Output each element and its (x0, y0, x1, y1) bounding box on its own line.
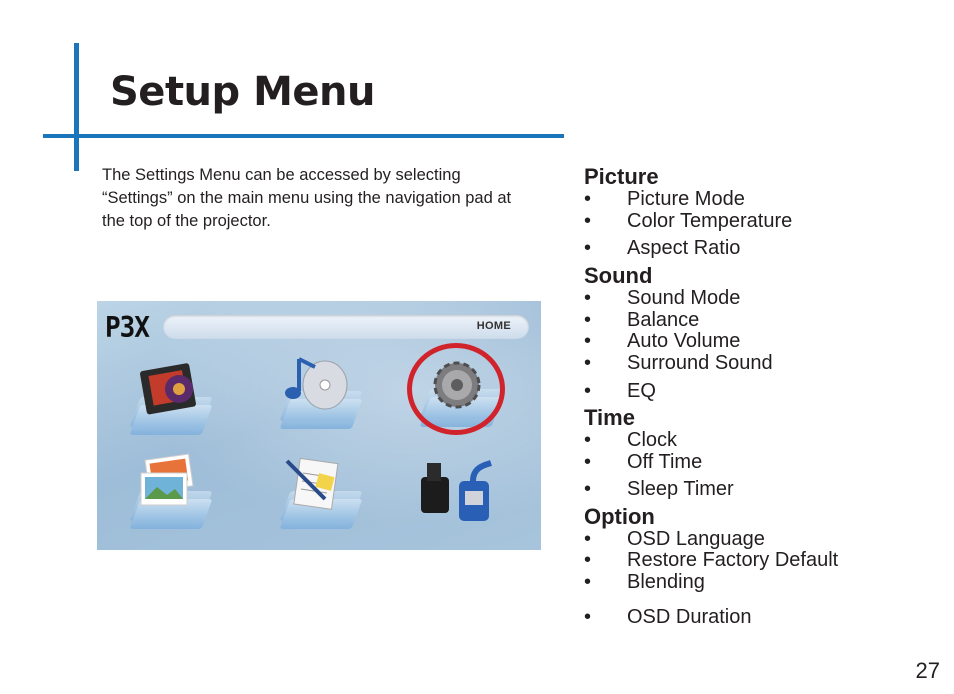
bullet: • (584, 287, 592, 309)
list-item-label: Surround Sound (627, 352, 773, 374)
list-item-label: Sound Mode (627, 287, 741, 309)
bullet: • (584, 528, 592, 550)
list-item-label: Aspect Ratio (627, 237, 741, 259)
list-item-label: EQ (627, 380, 656, 402)
section-heading-picture: Picture (584, 164, 659, 189)
list-item-label: OSD Duration (627, 606, 752, 628)
intro-paragraph: The Settings Menu can be accessed by sel… (102, 166, 512, 230)
menu-top-bar: HOME (163, 315, 529, 339)
bullet: • (584, 210, 592, 232)
video-icon (140, 363, 196, 415)
brand-logo: P3X (105, 311, 150, 345)
document-icon (285, 457, 339, 510)
bullet: • (584, 380, 592, 402)
photo-icon (140, 453, 194, 506)
selected-highlight-ring (407, 343, 505, 435)
bullet: • (584, 352, 592, 374)
section-heading-sound: Sound (584, 263, 653, 288)
list-item-label: Blending (627, 571, 705, 593)
bullet: • (584, 606, 592, 628)
list-item-label: Restore Factory Default (627, 549, 839, 571)
bullet: • (584, 330, 592, 352)
list-item-label: Off Time (627, 451, 703, 473)
video-tile[interactable] (127, 359, 217, 439)
section-heading-option: Option (584, 504, 655, 529)
bullet: • (584, 429, 592, 451)
music-tile[interactable] (277, 353, 367, 433)
list-item-label: Sleep Timer (627, 478, 734, 500)
list-item-label: Balance (627, 309, 700, 331)
list-item-label: Auto Volume (627, 330, 741, 352)
list-item-label: Clock (627, 429, 678, 451)
bullet: • (584, 571, 592, 593)
bullet: • (584, 309, 592, 331)
bullet: • (584, 478, 592, 500)
accent-vertical-line (74, 43, 79, 171)
list-item-label: OSD Language (627, 528, 765, 550)
list-item-label: Picture Mode (627, 188, 745, 210)
input-cables-icon (421, 460, 492, 521)
projector-menu-screenshot: P3X HOME (97, 301, 541, 550)
accent-horizontal-line (43, 134, 564, 138)
music-icon (285, 357, 348, 410)
list-item-label: Color Temperature (627, 210, 793, 232)
page-number: 27 (915, 658, 940, 683)
input-tile[interactable] (415, 457, 505, 537)
bullet: • (584, 451, 592, 473)
bullet: • (584, 188, 592, 210)
home-label: HOME (476, 320, 511, 332)
bullet: • (584, 549, 592, 571)
page-title: Setup Menu (110, 69, 375, 115)
bullet: • (584, 237, 592, 259)
section-heading-time: Time (584, 405, 635, 430)
photo-tile[interactable] (127, 453, 217, 533)
document-tile[interactable] (277, 453, 367, 533)
